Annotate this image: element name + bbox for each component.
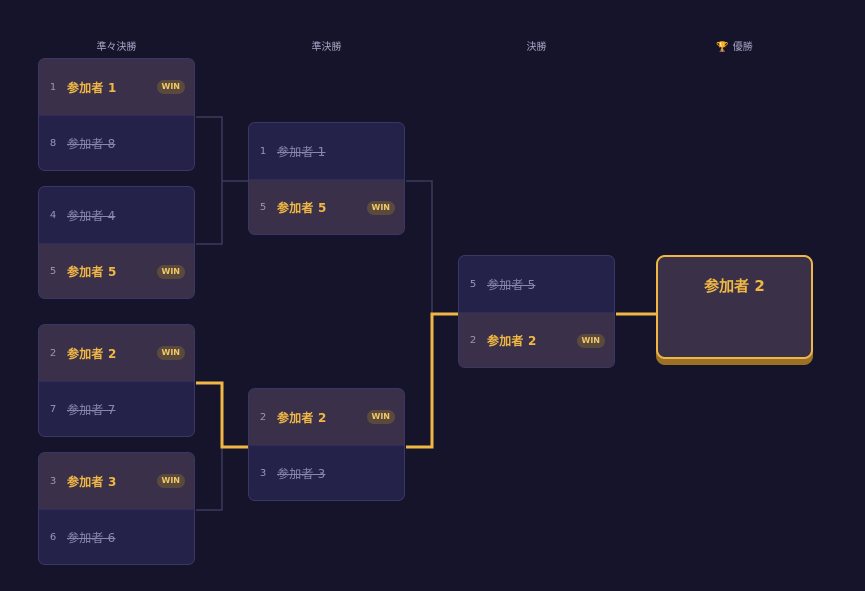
participant-name: 参加者 1 [67,80,117,95]
connector-qf4-sf2 [196,447,223,511]
win-badge: WIN [156,80,185,94]
match-sf1: 1 参加者 1 5 参加者 5 WIN [248,122,405,235]
match-qf3: 2 参加者 2 WIN 7 参加者 7 [38,324,195,437]
participant-name: 参加者 8 [67,137,116,151]
participant-name: 参加者 4 [67,208,116,223]
seed-number: 3 [259,468,267,479]
seed-number: 6 [49,532,57,543]
match-slot-loser[interactable]: 5 参加者 5 [459,256,614,312]
seed-number: 7 [49,404,57,415]
match-qf2: 4 参加者 4 5 参加者 5 WIN [38,186,195,299]
match-slot-loser[interactable]: 1 参加者 1 [249,123,404,179]
seed-number: 8 [49,138,57,149]
seed-number: 2 [469,335,477,346]
match-slot-winner[interactable]: 1 参加者 1 WIN [39,59,194,115]
win-badge: WIN [366,410,395,424]
seed-number: 4 [49,209,57,221]
seed-number: 2 [259,411,267,423]
participant-name: 参加者 1 [277,144,326,159]
match-slot-winner[interactable]: 3 参加者 3 WIN [39,453,194,509]
participant-name: 参加者 5 [487,277,536,292]
champion-name: 参加者 2 [704,277,765,295]
participant-name: 参加者 2 [487,334,537,348]
match-qf4: 3 参加者 3 WIN 6 参加者 6 [38,452,195,565]
match-final: 5 参加者 5 2 参加者 2 WIN [458,255,615,368]
trophy-icon: 🏆 [716,42,729,53]
seed-number: 3 [49,475,57,487]
participant-name: 参加者 6 [67,531,116,545]
match-slot-winner[interactable]: 2 参加者 2 WIN [249,389,404,445]
seed-number: 2 [49,347,57,359]
round-title-champion: 🏆優勝 [656,38,813,53]
match-slot-loser[interactable]: 8 参加者 8 [39,115,194,170]
win-badge: WIN [156,474,185,488]
win-badge: WIN [156,265,185,279]
participant-name: 参加者 3 [67,474,117,489]
win-badge: WIN [366,201,395,215]
connector-sf1-final [406,180,433,314]
participant-name: 参加者 5 [67,265,117,279]
participant-name: 参加者 7 [67,403,116,417]
participant-name: 参加者 2 [67,346,117,361]
match-slot-winner[interactable]: 2 参加者 2 WIN [39,325,194,381]
seed-number: 1 [49,81,57,93]
participant-name: 参加者 3 [277,467,326,481]
match-qf1: 1 参加者 1 WIN 8 参加者 8 [38,58,195,171]
seed-number: 1 [259,145,267,157]
match-slot-loser[interactable]: 7 参加者 7 [39,381,194,436]
champion-card[interactable]: 参加者 2 [656,255,813,359]
match-slot-loser[interactable]: 3 参加者 3 [249,445,404,500]
connector-qf1-sf1 [196,116,223,245]
seed-number: 5 [49,266,57,277]
match-slot-winner[interactable]: 5 参加者 5 WIN [249,179,404,234]
match-sf2: 2 参加者 2 WIN 3 参加者 3 [248,388,405,501]
seed-number: 5 [469,278,477,290]
participant-name: 参加者 5 [277,201,327,215]
win-badge: WIN [156,346,185,360]
match-slot-loser[interactable]: 4 参加者 4 [39,187,194,243]
champion-title-label: 優勝 [732,42,753,53]
connector-sf2-final [406,312,459,449]
match-slot-winner[interactable]: 5 参加者 5 WIN [39,243,194,298]
win-badge: WIN [576,334,605,348]
match-slot-loser[interactable]: 6 参加者 6 [39,509,194,564]
round-title-final: 決勝 [526,42,547,53]
match-slot-winner[interactable]: 2 参加者 2 WIN [459,312,614,367]
round-title-semifinal: 準決勝 [311,42,342,53]
seed-number: 5 [259,202,267,213]
round-title-quarterfinal: 準々決勝 [96,42,137,53]
participant-name: 参加者 2 [277,410,327,425]
connector-qf3-sf2 [196,381,249,449]
